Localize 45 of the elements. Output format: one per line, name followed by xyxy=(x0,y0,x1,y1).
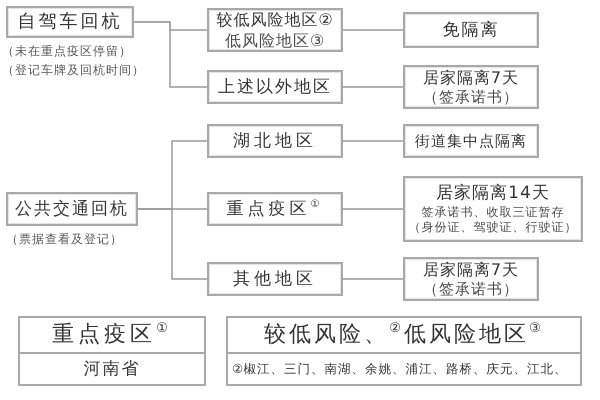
node-text: 签承诺书、收取三证暂存 xyxy=(422,204,564,220)
process-box xyxy=(403,65,539,109)
node-text: 居家隔离14天 xyxy=(436,183,550,204)
node-text: 重点疫区$^{①}$ xyxy=(226,198,324,220)
connector-line xyxy=(343,208,403,210)
region-table xyxy=(226,316,582,386)
process-box xyxy=(207,192,343,226)
region-heading: 较低风险、$^{②}$低风险地区$^{③}$ xyxy=(263,320,545,349)
node-text: 湖北地区 xyxy=(233,130,317,152)
connector-line xyxy=(134,21,207,88)
connector-line xyxy=(343,29,403,31)
region-heading: 重点疫区$^{①}$ xyxy=(51,320,173,349)
node-text: 居家隔离7天 xyxy=(422,260,520,280)
connector-line xyxy=(343,140,403,142)
process-box xyxy=(6,192,138,226)
process-box xyxy=(207,8,343,52)
node-text: 公共交通回杭 xyxy=(15,198,129,220)
region-table xyxy=(18,316,206,386)
process-box xyxy=(403,176,583,242)
node-text: 较低风险地区② xyxy=(216,10,334,30)
node-text: 其他地区 xyxy=(233,268,317,290)
node-text: （签承诺书） xyxy=(423,280,519,298)
connector-line xyxy=(343,278,403,280)
node-text: （签承诺书） xyxy=(423,88,519,106)
process-box xyxy=(403,124,539,158)
process-box xyxy=(403,12,539,48)
process-box xyxy=(403,257,539,301)
connector-line xyxy=(343,86,403,88)
note-text: （未在重点疫区停留） xyxy=(2,44,132,58)
note-text: （票据查看及登记） xyxy=(6,232,123,246)
node-text: 自驾车回杭 xyxy=(18,11,122,33)
note-text: （登记车牌及回杭时间） xyxy=(2,63,145,78)
node-text: 街道集中点隔离 xyxy=(415,132,527,150)
node-text: 免隔离 xyxy=(442,20,500,40)
region-list: 河南省 xyxy=(20,352,204,384)
process-box xyxy=(207,262,343,296)
process-box xyxy=(6,6,134,38)
region-list: ②椒江、三门、南湖、余姚、浦江、路桥、庆元、江北、 xyxy=(228,352,580,384)
node-text: （身份证、驾驶证、行驶证） xyxy=(408,220,578,235)
process-box xyxy=(207,70,343,104)
connector-line xyxy=(138,208,207,280)
process-box xyxy=(207,124,343,158)
node-text: 居家隔离7天 xyxy=(422,68,520,88)
node-text: 低风险地区③ xyxy=(224,30,326,50)
node-text: 上述以外地区 xyxy=(218,76,332,98)
